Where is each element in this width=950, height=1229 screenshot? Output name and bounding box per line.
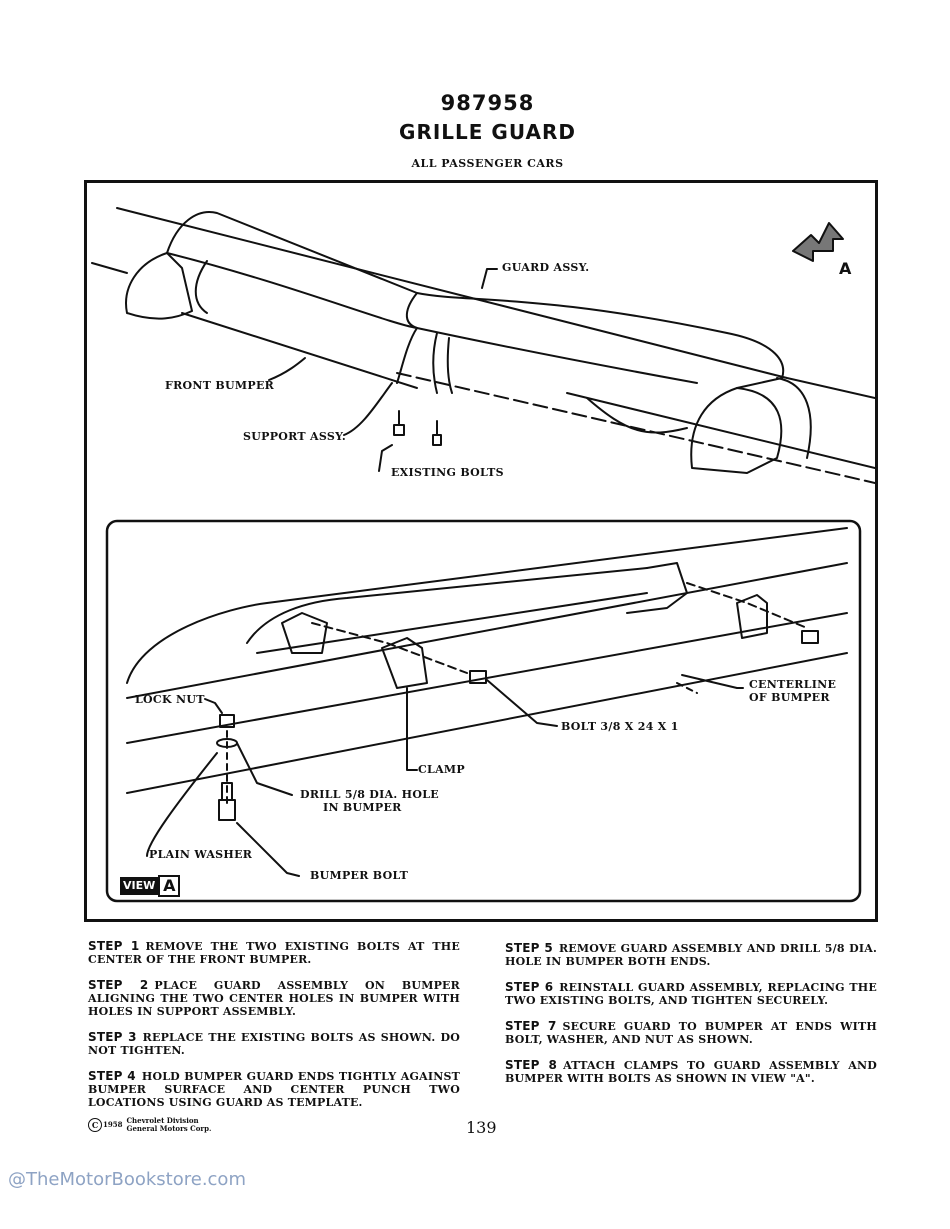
copyright-year: 1958 — [103, 1120, 123, 1129]
copyright-notice: C 1958 Chevrolet Division General Motors… — [88, 1117, 211, 1133]
label-bumper-bolt: BUMPER BOLT — [310, 869, 409, 882]
label-drill-line1: DRILL 5/8 DIA. HOLE — [300, 788, 439, 801]
step-number: STEP 7 — [505, 1019, 557, 1033]
view-a-badge: VIEW A — [120, 875, 181, 897]
step-number: STEP 6 — [505, 980, 554, 994]
view-letter: A — [158, 875, 181, 897]
step-number: STEP 8 — [505, 1058, 558, 1072]
step-number: STEP 2 — [88, 978, 149, 992]
step-text: REINSTALL GUARD ASSEMBLY, REPLACING THE … — [505, 981, 877, 1007]
page-subtitle: ALL PASSENGER CARS — [411, 157, 564, 170]
view-a-arrow-letter: A — [839, 259, 852, 278]
watermark: @TheMotorBookstore.com — [8, 1169, 246, 1190]
step-number: STEP 4 — [88, 1069, 136, 1083]
label-plain-washer: PLAIN WASHER — [149, 848, 253, 861]
step-text: HOLD BUMPER GUARD ENDS TIGHTLY AGAINST B… — [88, 1070, 460, 1109]
step-text: REMOVE GUARD ASSEMBLY AND DRILL 5/8 DIA.… — [505, 942, 877, 968]
copyright-line1: Chevrolet Division — [126, 1116, 199, 1125]
label-existing-bolts: EXISTING BOLTS — [391, 466, 504, 479]
label-support-assy: SUPPORT ASSY. — [243, 430, 346, 443]
step-number: STEP 1 — [88, 939, 140, 953]
step-text: REMOVE THE TWO EXISTING BOLTS AT THE CEN… — [88, 940, 460, 966]
label-front-bumper: FRONT BUMPER — [165, 379, 275, 392]
step-text: SECURE GUARD TO BUMPER AT ENDS WITH BOLT… — [505, 1020, 877, 1046]
step-text: REPLACE THE EXISTING BOLTS AS SHOWN. DO … — [88, 1031, 460, 1057]
step-text: PLACE GUARD ASSEMBLY ON BUMPER ALIGNING … — [88, 979, 460, 1018]
step-text: ATTACH CLAMPS TO GUARD ASSEMBLY AND BUMP… — [505, 1059, 877, 1085]
label-centerline-line2: OF BUMPER — [749, 691, 830, 704]
view-label: VIEW — [120, 877, 159, 895]
label-centerline-line1: CENTERLINE — [749, 678, 837, 691]
step-number: STEP 3 — [88, 1030, 137, 1044]
step-number: STEP 5 — [505, 941, 553, 955]
page-number: 139 — [466, 1118, 497, 1137]
label-bolt: BOLT 3/8 X 24 X 1 — [561, 720, 679, 733]
installation-figure: A GUARD ASSY. FRONT BUMPER SUPPORT ASSY.… — [84, 180, 878, 922]
label-drill-line2: IN BUMPER — [323, 801, 402, 814]
figure-drawing — [91, 207, 875, 903]
label-clamp: CLAMP — [418, 763, 465, 776]
copyright-line2: General Motors Corp. — [126, 1124, 212, 1133]
label-lock-nut: LOCK NUT — [135, 693, 205, 706]
part-number: 987958 — [440, 91, 535, 115]
copyright-icon: C — [88, 1118, 102, 1132]
page-title: GRILLE GUARD — [399, 120, 576, 144]
label-guard-assy: GUARD ASSY. — [502, 261, 590, 274]
view-a-panel — [105, 519, 862, 903]
